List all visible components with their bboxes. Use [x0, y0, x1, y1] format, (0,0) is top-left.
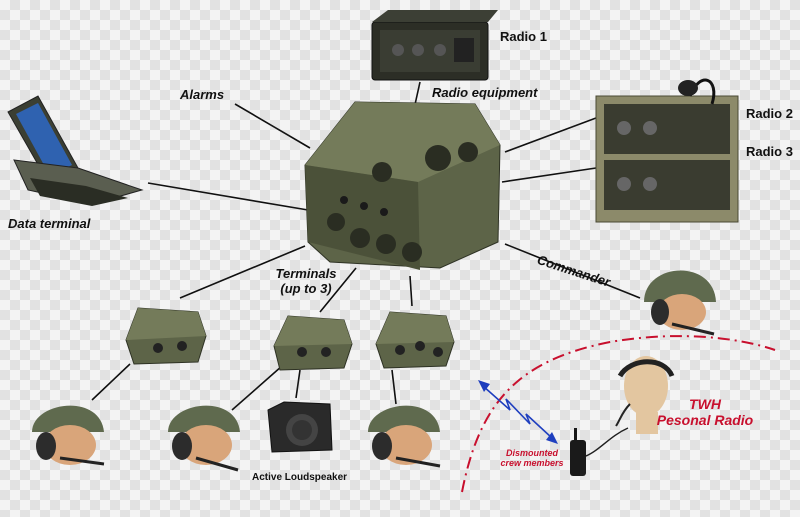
line-t1-helmet: [91, 363, 131, 401]
active-loudspeaker-device: [267, 401, 333, 453]
label-data-terminal: Data terminal: [8, 216, 91, 231]
helmet-bottom-right: [368, 405, 441, 468]
radio1-unit: [371, 10, 498, 81]
data-terminal-laptop: [7, 95, 144, 206]
connection-lines: [91, 81, 641, 411]
radio2-radio3-stack: [595, 78, 739, 223]
label-terminals: Terminals (up to 3): [266, 266, 346, 296]
line-terminal2: [319, 267, 357, 313]
line-radio3: [501, 167, 597, 183]
dismounted-boundary-curve: [461, 335, 776, 493]
label-dismounted-crew: Dismounted crew members: [490, 448, 574, 468]
handheld-radio: [570, 427, 629, 476]
line-terminal3: [409, 275, 413, 307]
terminal-box-1: [125, 307, 207, 365]
label-terminals-line1: Terminals: [275, 266, 337, 281]
label-twh-radio: TWH Pesonal Radio: [650, 396, 760, 428]
label-dismounted-line2: crew members: [500, 458, 564, 468]
central-control-unit: [304, 101, 501, 270]
label-radio-equipment: Radio equipment: [432, 85, 538, 100]
line-radio2: [504, 117, 597, 153]
label-terminals-line2: (up to 3): [280, 281, 332, 296]
label-twh-line2: Pesonal Radio: [656, 412, 754, 428]
helmet-bottom-middle: [168, 405, 240, 472]
line-alarms: [234, 103, 311, 149]
terminal-box-2: [273, 315, 353, 371]
terminal-box-3: [375, 311, 455, 369]
line-t2-speaker: [295, 369, 301, 399]
label-radio2: Radio 2: [746, 106, 793, 121]
label-active-loudspeaker: Active Loudspeaker: [252, 472, 348, 483]
line-t2-helmet: [231, 365, 283, 411]
label-dismounted-line1: Dismounted: [505, 448, 558, 458]
line-t3-helmet: [391, 369, 397, 405]
line-terminal1: [179, 245, 306, 299]
label-radio3: Radio 3: [746, 144, 793, 159]
twh-headset-head: [615, 356, 675, 434]
label-radio1: Radio 1: [500, 29, 547, 44]
helmet-bottom-left: [32, 405, 105, 466]
label-twh-line1: TWH: [689, 396, 721, 412]
line-commander: [504, 243, 641, 299]
helmet-commander: [644, 270, 716, 336]
label-alarms: Alarms: [180, 87, 225, 102]
line-data-terminal: [147, 182, 309, 211]
wireless-link: [478, 380, 558, 444]
